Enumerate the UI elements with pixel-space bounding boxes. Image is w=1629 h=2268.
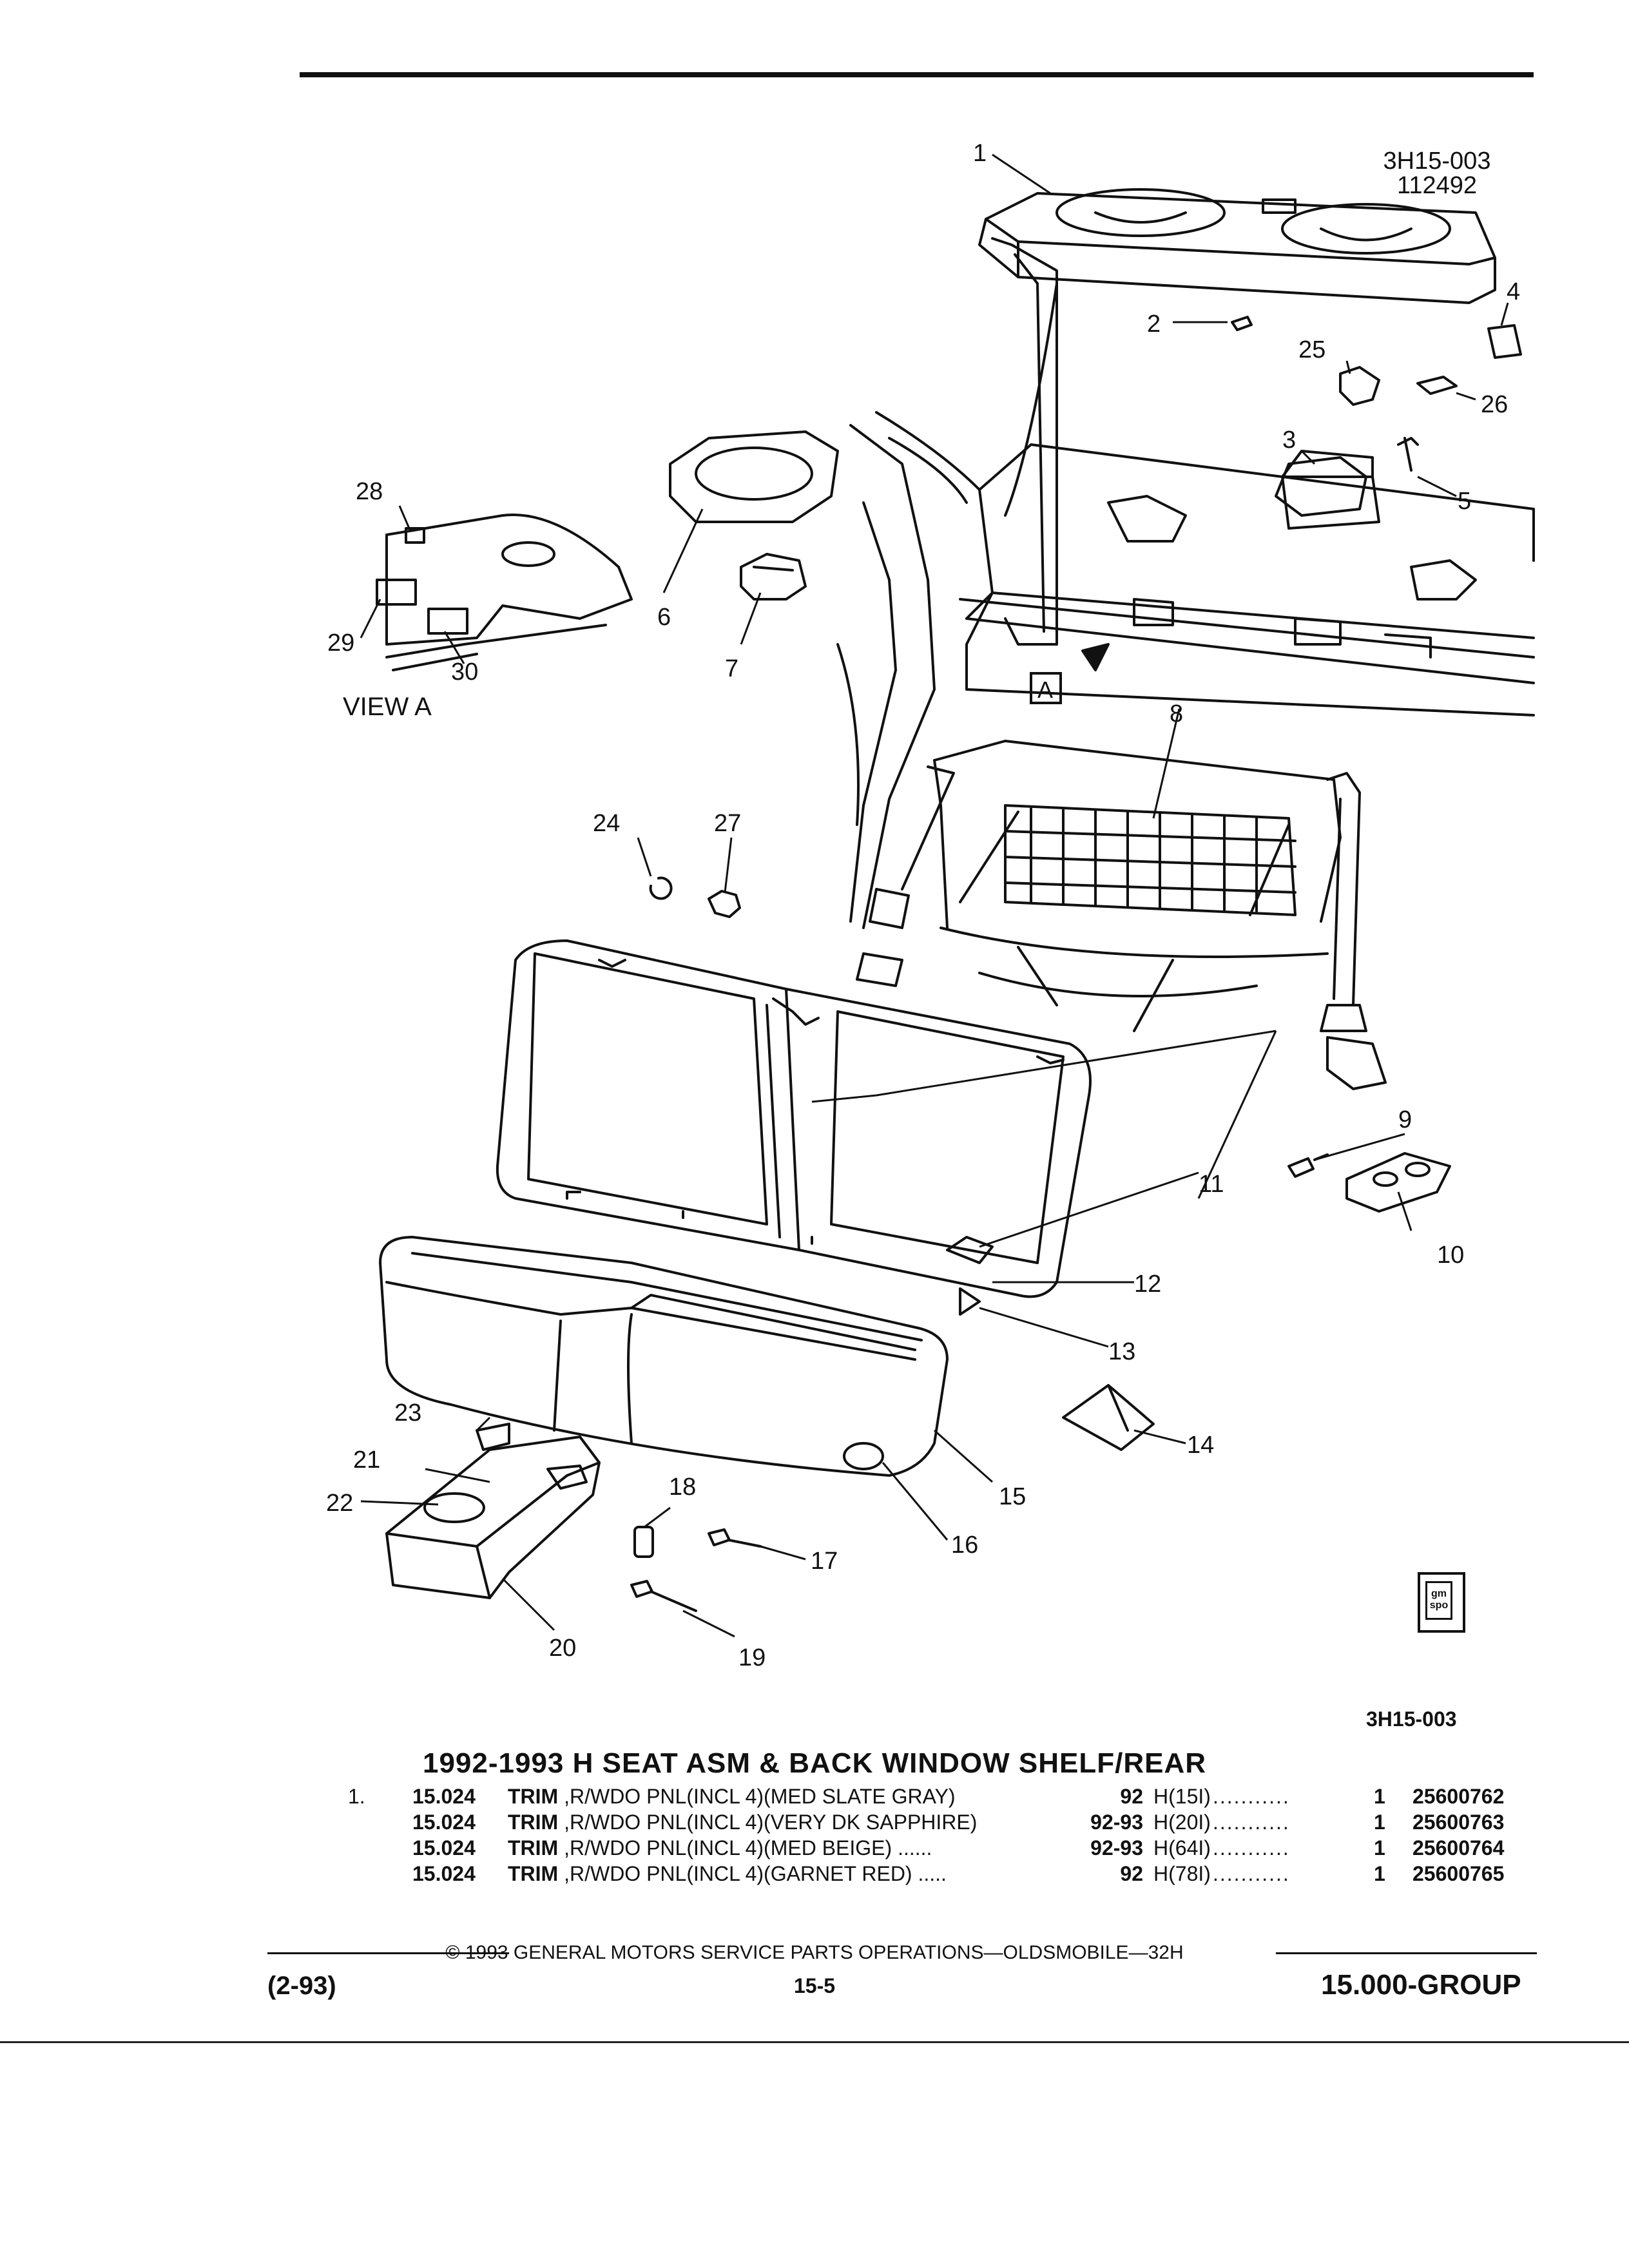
leader-dots: ........... <box>1213 1836 1290 1860</box>
leader-dots: ........... <box>1213 1785 1290 1808</box>
part-description: TRIM ,R/WDO PNL(INCL 4)(MED BEIGE) .....… <box>508 1836 932 1860</box>
model-code: H(78I) <box>1153 1862 1211 1885</box>
shelf-trim-strip <box>991 237 1058 646</box>
callout-21: 21 <box>353 1446 380 1474</box>
copyright-notice: © 1993 GENERAL MOTORS SERVICE PARTS OPER… <box>445 1942 1184 1963</box>
model-years: 92-93 <box>1090 1836 1143 1860</box>
footer-rule-left <box>267 1952 509 1954</box>
revision-date: (2-93) <box>267 1972 336 2000</box>
view-a-marker: A <box>1037 677 1053 703</box>
left-seat-belt <box>856 765 955 987</box>
parts-row: 1. 15.024 TRIM ,R/WDO PNL(INCL 4)(MED SL… <box>348 1783 1534 1809</box>
view-a-label: VIEW A <box>343 693 432 721</box>
parts-row: 15.024 TRIM ,R/WDO PNL(INCL 4)(GARNET RE… <box>348 1861 1534 1887</box>
model-code: H(20I) <box>1153 1811 1211 1834</box>
callout-12: 12 <box>1134 1271 1161 1298</box>
page-number: 15-5 <box>793 1974 836 1997</box>
part-number: 25600765 <box>1412 1862 1505 1885</box>
callout-15: 15 <box>999 1483 1026 1510</box>
figure-id-bottom: 3H15-003 <box>1366 1707 1457 1731</box>
callout-1: 1 <box>973 140 987 167</box>
callout-9: 9 <box>1398 1106 1412 1133</box>
leader-dots: ........... <box>1213 1862 1290 1885</box>
model-years: 92 <box>1120 1785 1143 1808</box>
rear-seat-back <box>496 939 1092 1298</box>
armrest <box>385 1436 601 1599</box>
callout-2: 2 <box>1147 311 1161 338</box>
callout-22: 22 <box>326 1490 353 1517</box>
group-number: 15.024 <box>412 1836 476 1860</box>
part-number: 25600762 <box>1412 1785 1505 1808</box>
figure-date-code: 112492 <box>1397 172 1477 199</box>
callout-29: 29 <box>327 629 354 657</box>
quantity: 1 <box>1374 1862 1385 1885</box>
group-number: 15.024 <box>412 1862 476 1885</box>
callout-6: 6 <box>657 604 671 631</box>
callout-11: 11 <box>1199 1171 1224 1198</box>
callout-17: 17 <box>811 1548 838 1575</box>
small-parts <box>376 316 1522 1612</box>
figure-id: 3H15-003 <box>1383 148 1491 175</box>
part-description: TRIM ,R/WDO PNL(INCL 4)(MED SLATE GRAY) <box>508 1785 956 1808</box>
quantity: 1 <box>1374 1836 1385 1860</box>
callout-13: 13 <box>1108 1338 1135 1365</box>
callout-26: 26 <box>1481 391 1508 418</box>
callout-4: 4 <box>1507 278 1520 305</box>
parts-row: 15.024 TRIM ,R/WDO PNL(INCL 4)(VERY DK S… <box>348 1809 1534 1835</box>
part-number: 25600764 <box>1412 1836 1505 1860</box>
quantity: 1 <box>1374 1811 1385 1834</box>
top-rule <box>300 72 1534 77</box>
callout-7: 7 <box>725 655 738 682</box>
callout-30: 30 <box>451 658 478 686</box>
callout-19: 19 <box>738 1644 766 1671</box>
callout-8: 8 <box>1170 700 1183 727</box>
quantity: 1 <box>1374 1785 1385 1808</box>
callout-3: 3 <box>1282 427 1296 454</box>
callout-18: 18 <box>669 1474 696 1501</box>
leader-dots: ........... <box>1213 1811 1290 1834</box>
gm-spo-logo: gm spo <box>1418 1572 1465 1633</box>
group-number: 15.024 <box>412 1811 476 1834</box>
bottom-rule <box>0 2041 1629 2043</box>
model-years: 92-93 <box>1090 1811 1143 1834</box>
callout-23: 23 <box>394 1399 421 1427</box>
callout-5: 5 <box>1458 488 1471 515</box>
exploded-parts-diagram: 1 2 3 4 5 6 7 8 9 10 11 12 13 14 15 16 1… <box>326 140 1535 1671</box>
part-description: TRIM ,R/WDO PNL(INCL 4)(VERY DK SAPPHIRE… <box>508 1811 978 1834</box>
callout-25: 25 <box>1298 336 1325 363</box>
part-description: TRIM ,R/WDO PNL(INCL 4)(GARNET RED) ....… <box>508 1862 947 1885</box>
parts-row: 15.024 TRIM ,R/WDO PNL(INCL 4)(MED BEIGE… <box>348 1835 1534 1861</box>
gm-spo-logo-text: gm spo <box>1425 1581 1452 1620</box>
model-code: H(64I) <box>1153 1836 1211 1860</box>
callout-24: 24 <box>593 810 620 837</box>
callout-28: 28 <box>356 478 383 505</box>
group-number: 15.024 <box>412 1785 476 1808</box>
rear-seat-cushion <box>379 1236 949 1477</box>
parts-list: 1. 15.024 TRIM ,R/WDO PNL(INCL 4)(MED SL… <box>348 1783 1534 1887</box>
group-label: 15.000-GROUP <box>1321 1969 1521 2001</box>
rear-window-shelf-panel <box>978 188 1496 304</box>
model-code: H(15I) <box>1153 1785 1211 1808</box>
callout-16: 16 <box>951 1532 978 1559</box>
item-number: 1. <box>348 1785 365 1808</box>
callout-labels: 1 2 3 4 5 6 7 8 9 10 11 12 13 14 15 16 1… <box>326 140 1520 1671</box>
callout-20: 20 <box>549 1635 576 1662</box>
part-number: 25600763 <box>1412 1811 1505 1834</box>
catalog-section-title: 1992-1993 H SEAT ASM & BACK WINDOW SHELF… <box>422 1747 1207 1779</box>
right-seat-belt <box>1320 772 1387 1090</box>
callout-27: 27 <box>714 810 741 837</box>
callout-10: 10 <box>1437 1242 1464 1269</box>
model-years: 92 <box>1120 1862 1143 1885</box>
body-structure <box>836 411 1535 1032</box>
callout-14: 14 <box>1187 1432 1214 1459</box>
footer-rule-right <box>1276 1952 1537 1954</box>
